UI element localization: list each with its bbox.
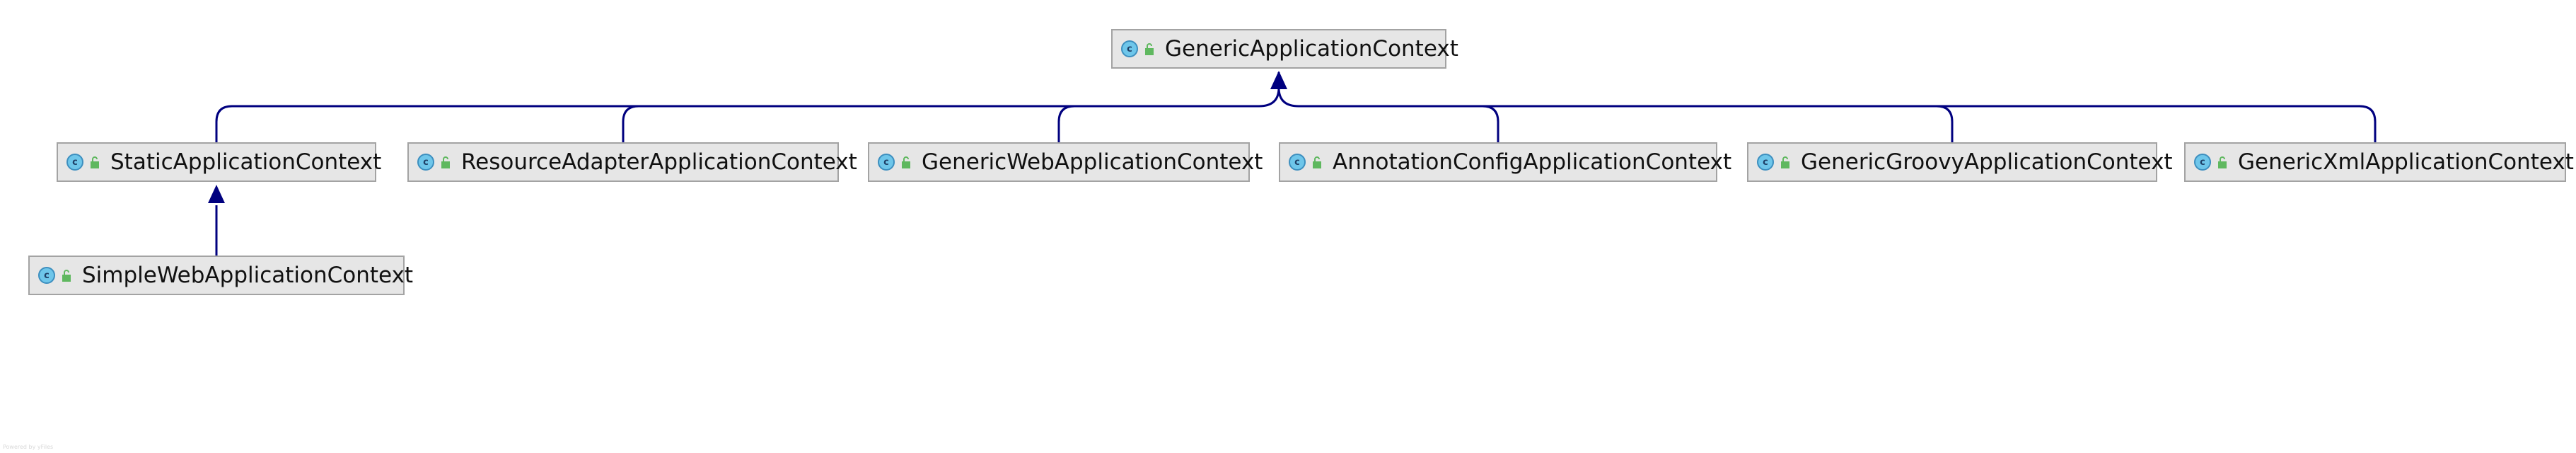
class-name: GenericApplicationContext: [1165, 35, 1458, 62]
class-icon: c: [38, 267, 55, 284]
class-name: AnnotationConfigApplicationContext: [1333, 149, 1732, 175]
edge-resource-to-generic: [622, 105, 1259, 142]
watermark-text: Powered by yFiles: [3, 444, 54, 450]
public-lock-icon: [62, 270, 71, 282]
class-icon: c: [1289, 154, 1306, 171]
class-icon: c: [878, 154, 895, 171]
class-node-genericgroovyapplicationcontext[interactable]: c GenericGroovyApplicationContext: [1747, 142, 2173, 182]
class-name: SimpleWebApplicationContext: [82, 262, 414, 288]
class-name: GenericGroovyApplicationContext: [1801, 149, 2173, 175]
edge-groovy-to-generic: [1299, 105, 1954, 142]
class-name: StaticApplicationContext: [110, 149, 382, 175]
arrowhead-static: [208, 185, 225, 203]
public-lock-icon: [1313, 156, 1321, 168]
class-node-genericapplicationcontext[interactable]: c GenericApplicationContext: [1111, 29, 1458, 69]
class-node-staticapplicationcontext[interactable]: c StaticApplicationContext: [57, 142, 381, 182]
class-icon: c: [417, 154, 434, 171]
public-lock-icon: [1145, 43, 1154, 55]
arrowhead-generic: [1270, 71, 1287, 89]
class-name: ResourceAdapterApplicationContext: [461, 149, 857, 175]
class-node-resourceadapterapplicationcontext[interactable]: c ResourceAdapterApplicationContext: [407, 142, 857, 182]
class-node-genericxmlapplicationcontext[interactable]: c GenericXmlApplicationContext: [2184, 142, 2574, 182]
class-icon: c: [66, 154, 83, 171]
class-node-simplewebapplicationcontext[interactable]: c SimpleWebApplicationContext: [28, 256, 413, 295]
public-lock-icon: [91, 156, 99, 168]
public-lock-icon: [1781, 156, 1789, 168]
public-lock-icon: [441, 156, 450, 168]
class-icon: c: [1757, 154, 1774, 171]
class-name: GenericWebApplicationContext: [922, 149, 1263, 175]
class-icon: c: [1121, 40, 1138, 57]
edge-annotation-to-generic: [1277, 87, 1499, 142]
class-node-genericwebapplicationcontext[interactable]: c GenericWebApplicationContext: [868, 142, 1263, 182]
class-name: GenericXmlApplicationContext: [2238, 149, 2574, 175]
class-icon: c: [2194, 154, 2211, 171]
public-lock-icon: [902, 156, 910, 168]
public-lock-icon: [2218, 156, 2227, 168]
edge-genericweb-to-generic: [1057, 105, 1075, 142]
edge-xml-to-generic: [1937, 105, 2377, 142]
class-node-annotationconfigapplicationcontext[interactable]: c AnnotationConfigApplicationContext: [1279, 142, 1731, 182]
